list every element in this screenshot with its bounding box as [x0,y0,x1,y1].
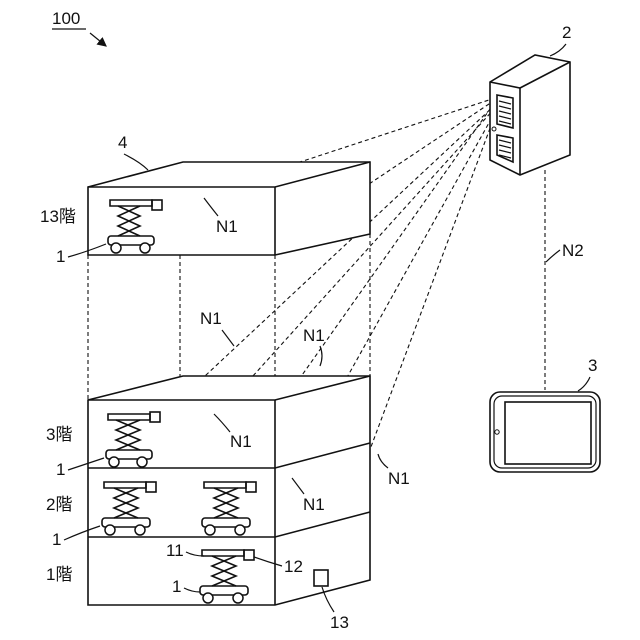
floor-2-label: 2階 [46,495,72,514]
tablet-icon [490,392,600,472]
floor-1-label: 1階 [46,565,72,584]
floor-13-label: 13階 [40,207,76,226]
part-12-label: 12 [284,557,303,576]
floor-3-label: 3階 [46,425,72,444]
robot-label-1: 1 [172,577,181,596]
building-label: 4 [118,133,127,152]
robot-label-13: 1 [56,247,65,266]
network-label-3: N1 [303,326,325,345]
server-icon [490,55,570,175]
floor-13-block [88,162,370,255]
robot-label-3: 1 [56,460,65,479]
part-11-label: 11 [166,541,184,560]
network-label-5: N1 [303,495,325,514]
server-label: 2 [562,23,571,42]
server-leader [550,44,566,56]
network-label-4: N1 [230,432,252,451]
system-arrow [90,33,106,46]
building-shaft [88,234,370,400]
robot-label-2: 1 [52,530,61,549]
tablet-leader [578,377,590,391]
network-label-1: N1 [216,217,238,236]
system-label: 100 [52,9,80,28]
network-label-2: N1 [200,309,222,328]
tablet-label: 3 [588,356,597,375]
building-leader [124,154,148,170]
part-13-label: 13 [330,613,349,632]
network-label-6: N1 [388,469,410,488]
network2-label: N2 [562,241,584,260]
